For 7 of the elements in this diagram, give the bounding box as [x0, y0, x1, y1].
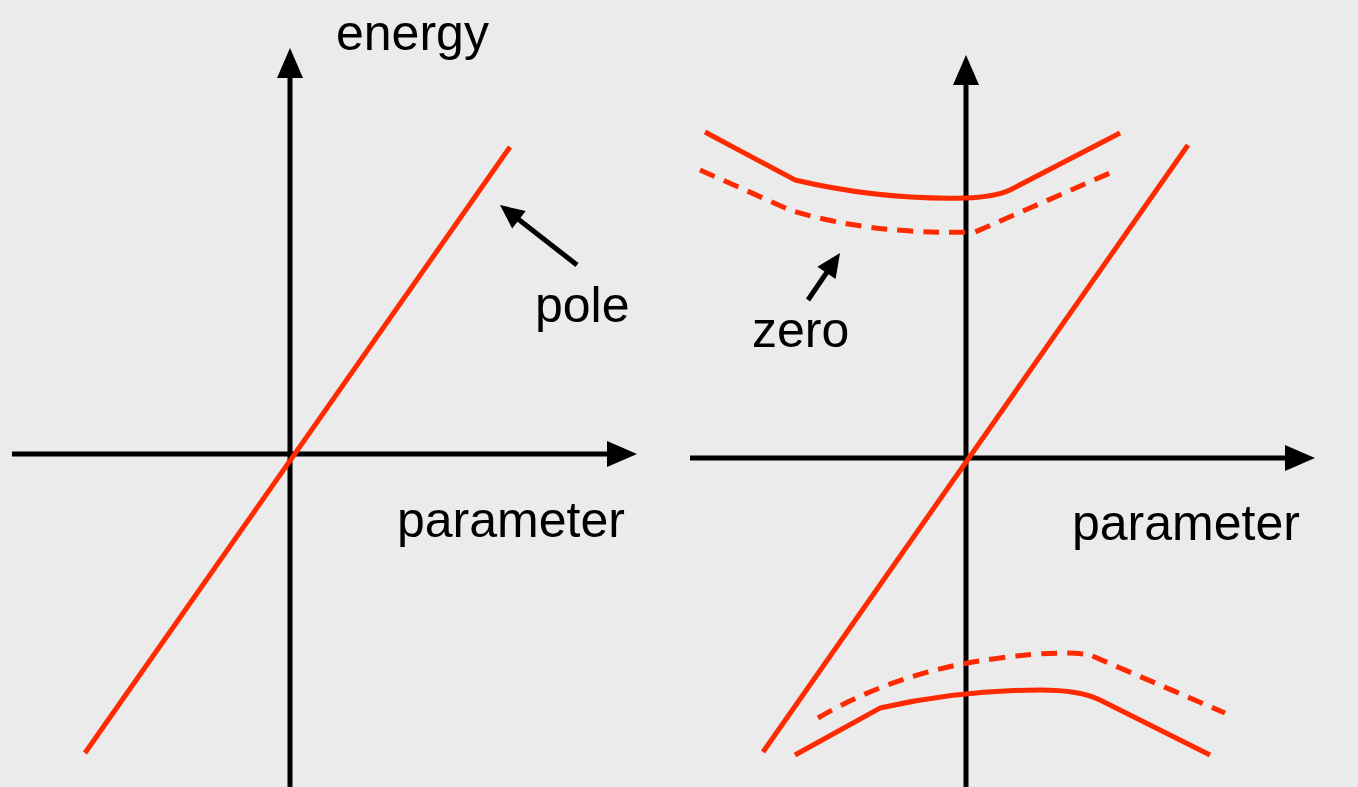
annotation-label: pole — [535, 280, 630, 330]
axis-label: energy — [336, 8, 489, 58]
leader-arrow — [500, 205, 579, 267]
leader-arrow — [805, 253, 840, 302]
axis-label: parameter — [397, 495, 625, 545]
annotation-label: zero — [752, 305, 850, 355]
axis-label: parameter — [1072, 498, 1300, 548]
